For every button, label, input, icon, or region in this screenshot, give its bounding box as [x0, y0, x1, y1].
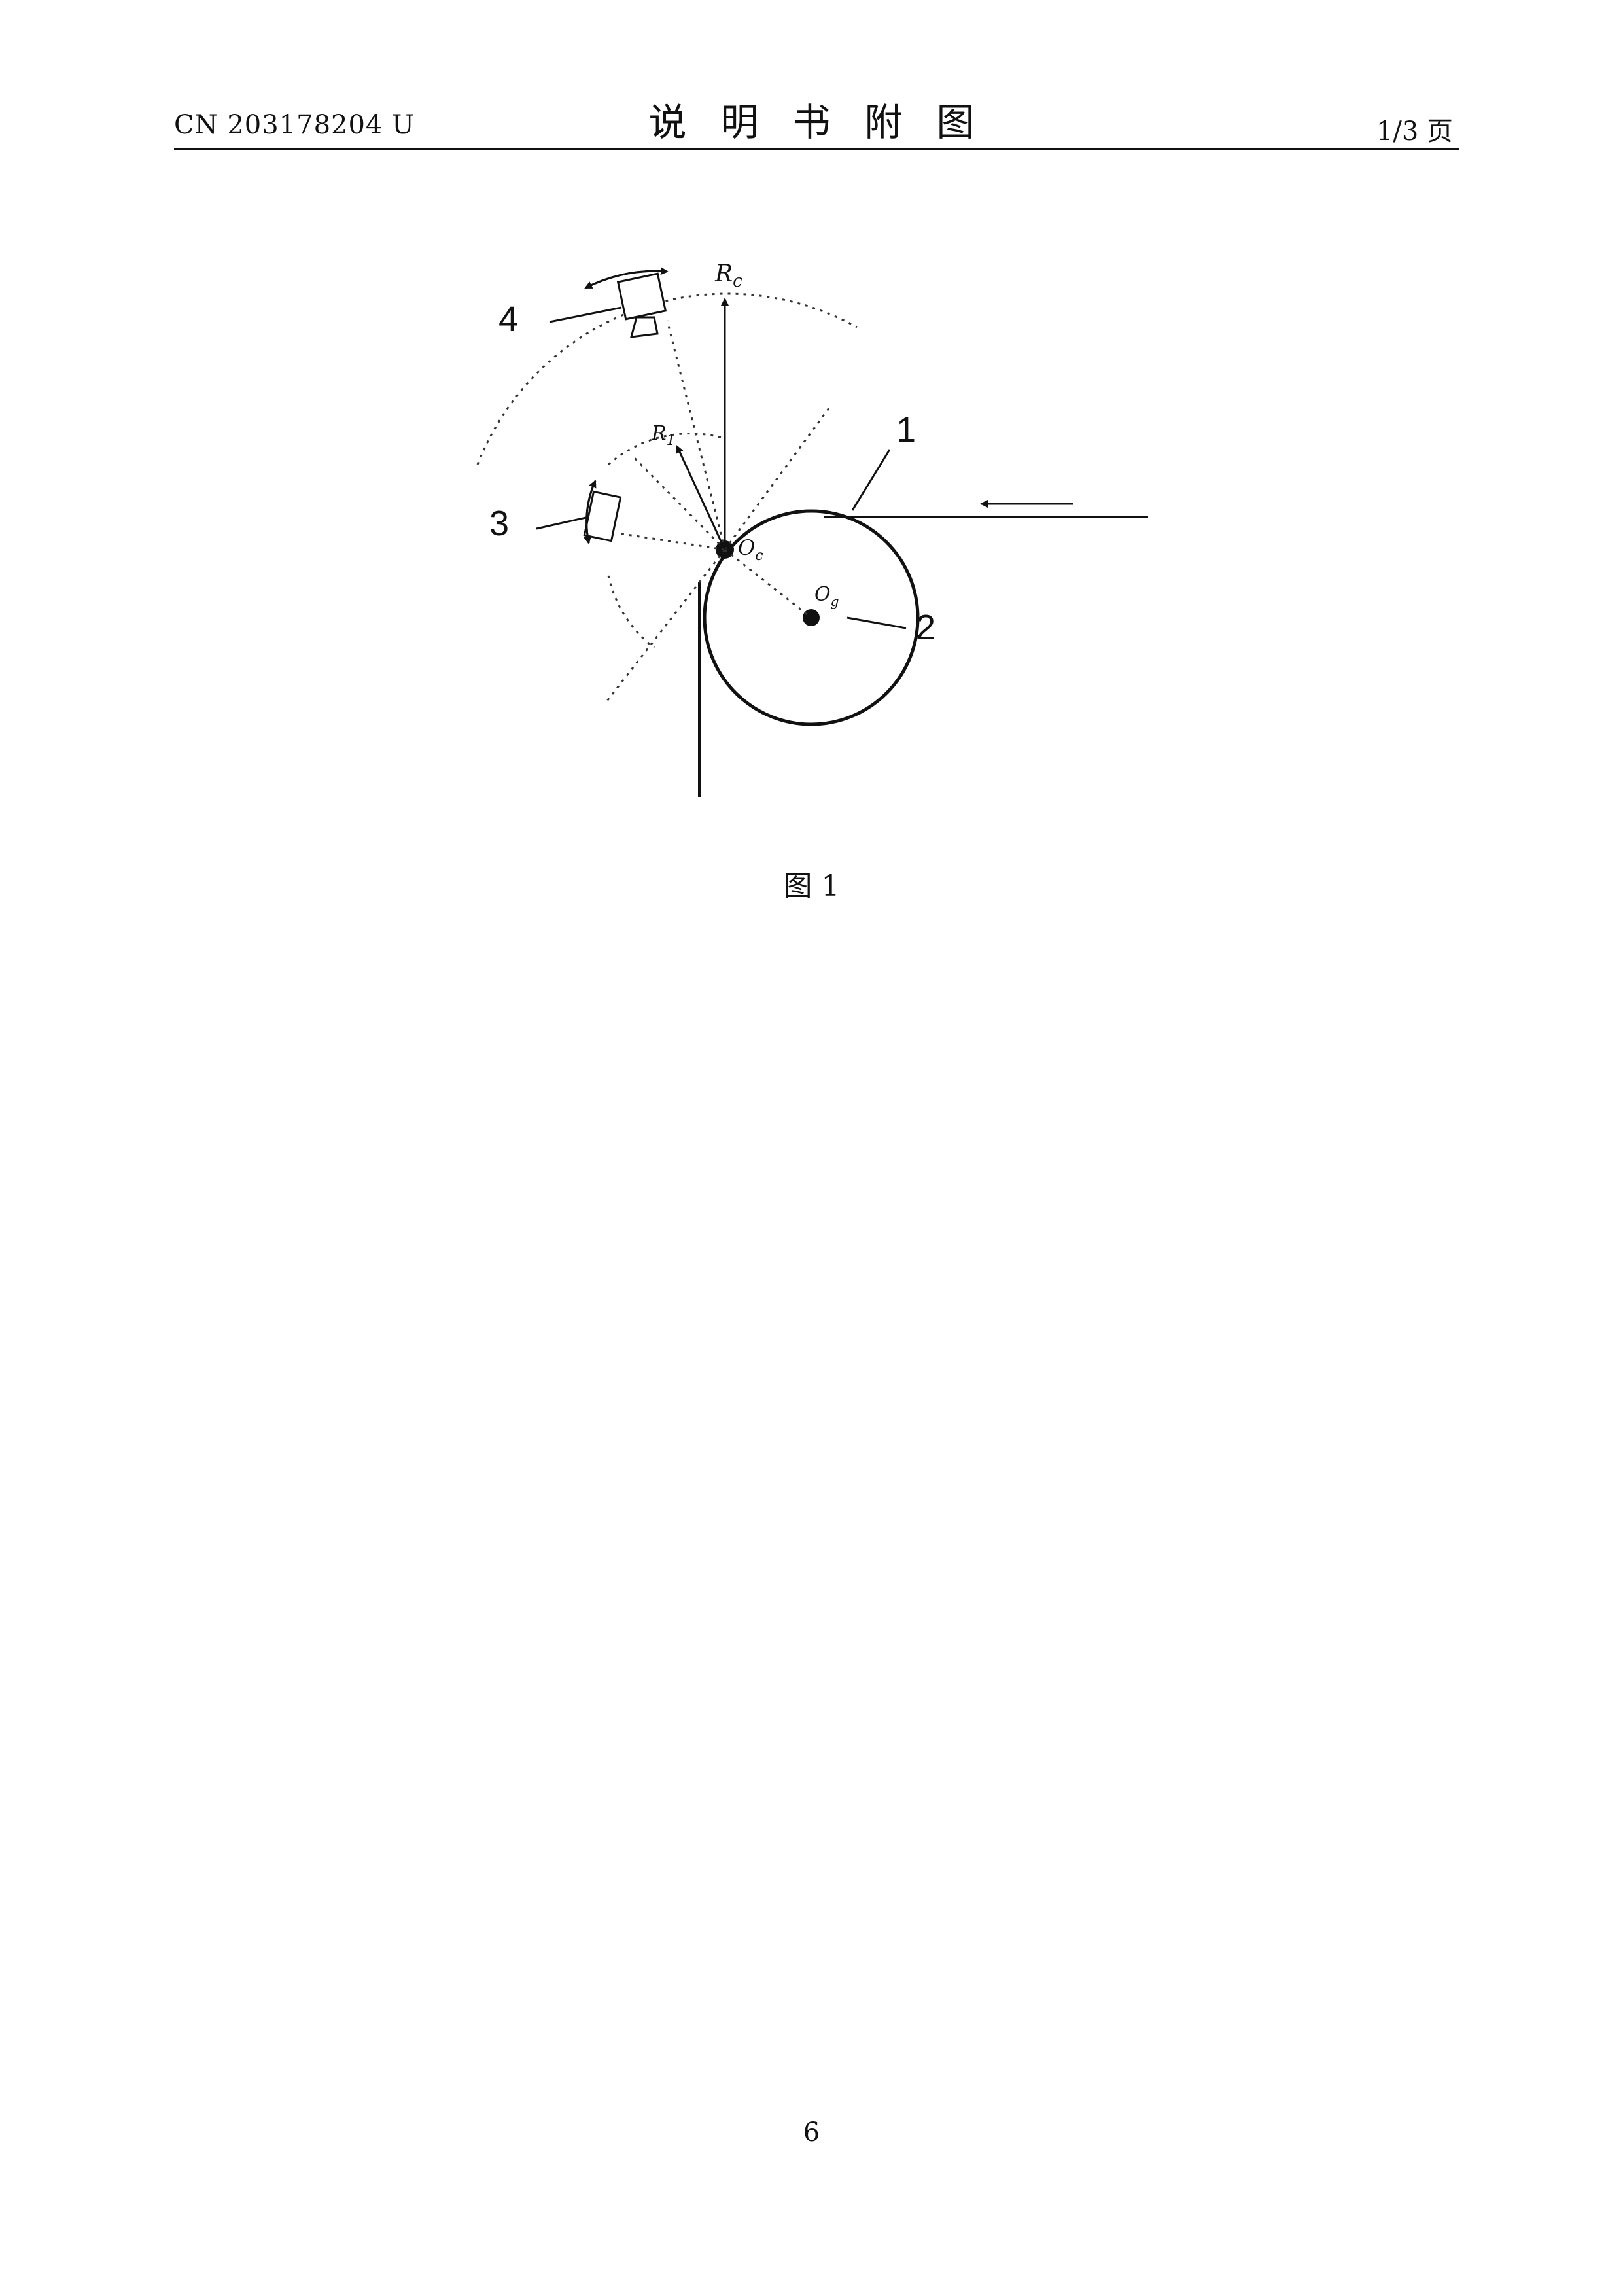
header-rule: [174, 148, 1459, 150]
label-part-2: 2: [916, 608, 935, 647]
label-rc: Rc: [714, 260, 742, 291]
page-count: 1/3 页: [1376, 110, 1453, 148]
label-part-1: 1: [896, 410, 916, 450]
camera-4: [550, 271, 667, 337]
construction-lines: [478, 294, 857, 703]
camera-3: [536, 481, 621, 543]
label-part-3: 3: [489, 504, 509, 543]
leader-1: [852, 450, 890, 510]
label-og: Og: [814, 583, 839, 609]
label-part-4: 4: [498, 300, 518, 339]
label-oc: Oc: [738, 535, 763, 564]
figure-caption: 图 1: [0, 862, 1623, 904]
label-r1: R1: [651, 422, 676, 449]
r1-arrow: [677, 446, 725, 550]
leader-2: [847, 618, 906, 628]
page-number: 6: [0, 2117, 1623, 2147]
figure-1-diagram: 1 2 3 4 Rc R1 Oc Og: [458, 236, 1217, 811]
